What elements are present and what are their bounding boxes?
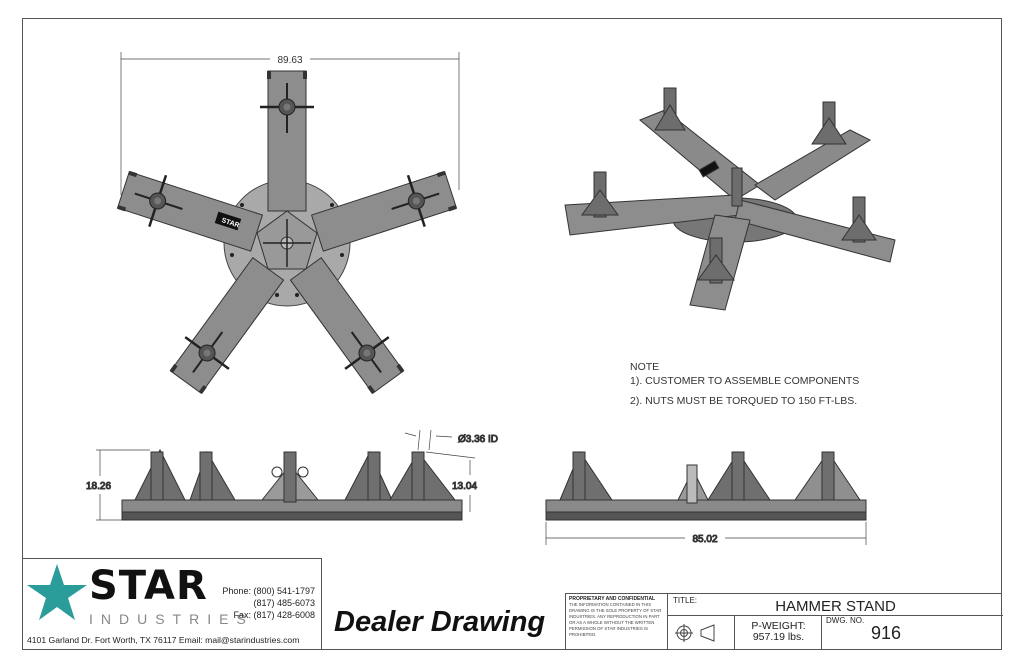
company-subtitle: INDUSTRIES <box>89 611 254 627</box>
phone-2: (817) 485-6073 <box>253 598 315 608</box>
dwg-no: 916 <box>871 623 902 643</box>
drawing-title: HAMMER STAND <box>775 598 896 615</box>
proprietary-text: THE INFORMATION CONTAINED IN THIS DRAWIN… <box>569 602 662 637</box>
weight: P-WEIGHT: 957.19 lbs. <box>736 621 821 643</box>
fax: Fax: (817) 428-6008 <box>233 610 315 620</box>
dwg-no-label: DWG. NO. <box>826 616 865 625</box>
side-view: 85.02 <box>545 450 867 546</box>
notes: NOTE 1). CUSTOMER TO ASSEMBLE COMPONENTS… <box>630 360 859 408</box>
weight-label: P-WEIGHT: <box>751 620 806 632</box>
phone-1: Phone: (800) 541-1797 <box>222 586 315 596</box>
star-logo-icon <box>27 564 87 620</box>
company-address: 4101 Garland Dr. Fort Worth, TX 76117 Em… <box>27 635 300 645</box>
company-block: STAR INDUSTRIES Phone: (800) 541-1797 (8… <box>22 558 322 650</box>
dim-height: 18.26 <box>86 481 111 492</box>
proprietary-notice: PROPRIETARY AND CONFIDENTIAL THE INFORMA… <box>566 594 668 650</box>
dim-overall-length: 85.02 <box>692 534 717 545</box>
title-block: PROPRIETARY AND CONFIDENTIAL THE INFORMA… <box>565 593 1003 650</box>
note-item: 1). CUSTOMER TO ASSEMBLE COMPONENTS <box>630 375 860 387</box>
title-label: TITLE: <box>673 596 698 605</box>
isometric-view <box>564 87 896 311</box>
dim-post-id: Ø3.36 ID <box>458 434 498 445</box>
weight-value: 957.19 lbs. <box>752 631 805 643</box>
company-name: STAR <box>89 563 208 609</box>
front-view: 18.26 13.04 Ø3.36 ID <box>86 429 499 521</box>
notes-heading: NOTE <box>630 361 660 373</box>
third-angle-projection-icon <box>675 624 715 642</box>
dealer-drawing-label: Dealer Drawing <box>334 606 546 638</box>
proprietary-heading: PROPRIETARY AND CONFIDENTIAL <box>569 596 656 602</box>
note-item: 2). NUTS MUST BE TORQUED TO 150 FT-LBS. <box>630 395 858 407</box>
company-contact: Phone: (800) 541-1797 (817) 485-6073 Fax… <box>222 585 315 621</box>
dim-post-height: 13.04 <box>452 481 477 492</box>
dim-overall-width: 89.63 <box>277 55 302 66</box>
top-view: 89.63 STAR <box>113 52 461 400</box>
drawing-border <box>22 18 1002 650</box>
